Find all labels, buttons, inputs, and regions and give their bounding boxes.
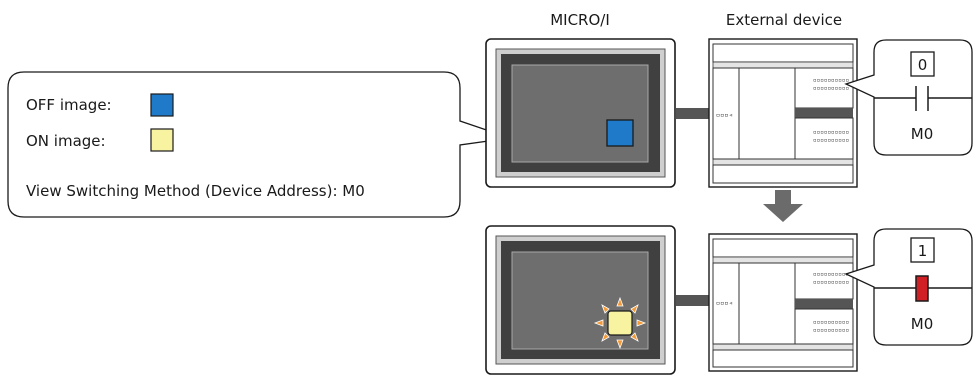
- micro-i-header: MICRO/I: [550, 11, 610, 29]
- svg-text:▫▫▫▫▫▫▫▫▫▫: ▫▫▫▫▫▫▫▫▫▫: [813, 271, 849, 278]
- on-image-on-screen: [607, 310, 633, 336]
- external-device-header: External device: [726, 11, 842, 29]
- contact-symbol-on: [874, 275, 972, 302]
- cable-connector-bottom: [676, 295, 709, 306]
- contact-bubble-on: [844, 228, 973, 346]
- off-image-label: OFF image:: [26, 96, 112, 114]
- device-address-on: M0: [911, 315, 934, 333]
- svg-text:▫▫▫▫▫▫▫▫▫▫: ▫▫▫▫▫▫▫▫▫▫: [813, 77, 849, 84]
- svg-text:▫▫▫◃: ▫▫▫◃: [716, 111, 733, 119]
- svg-text:▫▫▫◃: ▫▫▫◃: [716, 299, 733, 307]
- svg-text:▫▫▫▫▫▫▫▫▫▫: ▫▫▫▫▫▫▫▫▫▫: [813, 85, 849, 92]
- external-device-on: ▫▫▫◃ ▫▫▫▫▫▫▫▫▫▫ ▫▫▫▫▫▫▫▫▫▫ ▫▫▫▫▫▫▫▫▫▫ ▫▫…: [708, 233, 858, 372]
- off-image-on-screen: [606, 119, 634, 147]
- on-image-burst-icon: [593, 296, 647, 350]
- svg-text:▫▫▫▫▫▫▫▫▫▫: ▫▫▫▫▫▫▫▫▫▫: [813, 279, 849, 286]
- cable-connector-top: [676, 108, 709, 119]
- svg-text:▫▫▫▫▫▫▫▫▫▫: ▫▫▫▫▫▫▫▫▫▫: [813, 137, 849, 144]
- bit-value-box-on: [910, 237, 935, 263]
- transition-arrow-icon: [763, 190, 803, 222]
- micro-i-panel-off: [485, 38, 676, 188]
- on-image-label: ON image:: [26, 132, 106, 150]
- view-switching-method-label: View Switching Method (Device Address): …: [26, 182, 365, 200]
- device-address-off: M0: [911, 125, 934, 143]
- svg-text:▫▫▫▫▫▫▫▫▫▫: ▫▫▫▫▫▫▫▫▫▫: [813, 129, 849, 136]
- bit-value-off: 0: [918, 56, 928, 74]
- settings-callout: [7, 71, 511, 218]
- bit-value-on: 1: [918, 242, 928, 260]
- external-device-off: ▫▫▫◃ ▫▫▫▫▫▫▫▫▫▫ ▫▫▫▫▫▫▫▫▫▫ ▫▫▫▫▫▫▫▫▫▫ ▫▫…: [708, 38, 858, 188]
- svg-text:▫▫▫▫▫▫▫▫▫▫: ▫▫▫▫▫▫▫▫▫▫: [813, 319, 849, 326]
- contact-symbol-off: [874, 86, 972, 111]
- micro-i-panel-on: [485, 225, 676, 375]
- off-image-swatch: [150, 93, 174, 117]
- svg-text:▫▫▫▫▫▫▫▫▫▫: ▫▫▫▫▫▫▫▫▫▫: [813, 327, 849, 334]
- bit-value-box-off: [910, 51, 935, 77]
- on-image-swatch: [150, 128, 174, 152]
